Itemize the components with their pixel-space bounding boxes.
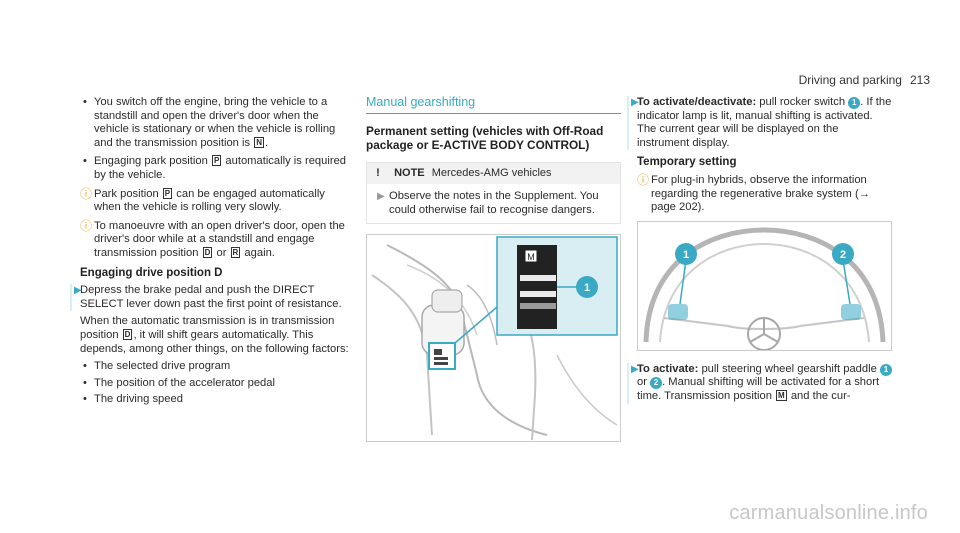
info-icon: ⓘ (80, 186, 93, 201)
step-label: To activate/deactivate: (637, 96, 757, 108)
tip-item: ⓘ Park position P can be engaged automat… (80, 186, 325, 214)
figure-key-label: M (527, 252, 535, 262)
key-n-icon: N (254, 136, 264, 148)
instruction-step: ▶ To activate/deactivate: pull rocker sw… (627, 96, 892, 151)
key-m-icon: M (776, 389, 787, 401)
step-arrow-icon: ▶ (631, 97, 639, 108)
page-reference-link[interactable]: (→ page 202). (651, 187, 870, 214)
section-subheading: Engaging drive position D (80, 266, 223, 279)
callout-badge: 2 (650, 377, 663, 390)
console-illustration: M 1 (371, 236, 618, 441)
figure-steering-wheel: 1 2 (637, 220, 892, 351)
step-label: To activate: (637, 362, 699, 375)
tip-item: ⓘ For plug-in hybrids, observe the infor… (637, 172, 870, 214)
header-title: Driving and parking (798, 73, 902, 87)
tip-item: ⓘ To manoeuvre with an open driver's doo… (80, 218, 345, 259)
list-item: The selected drive program (80, 360, 350, 374)
callout-badge: 2 (840, 249, 846, 261)
note-header: ! NOTE Mercedes-AMG vehicles (367, 162, 620, 185)
watermark: carmanualsonline.info (729, 502, 928, 524)
page-header: Driving and parking 213 (799, 73, 930, 87)
callout-badge: 1 (683, 249, 689, 261)
list-item: The position of the accelerator pedal (80, 377, 350, 391)
callout-badge: 1 (848, 97, 861, 109)
instruction-step: ▶ To activate: pull steering wheel gears… (627, 362, 892, 404)
steering-wheel-illustration: 1 2 (643, 227, 886, 351)
key-p-icon: P (211, 155, 222, 167)
warning-icon: ! (376, 166, 380, 179)
list-item: You switch off the engine, bring the veh… (80, 96, 350, 150)
info-icon: ⓘ (637, 172, 650, 187)
step-arrow-icon: ▶ (631, 363, 639, 375)
callout-badge: 1 (879, 363, 892, 376)
column-left: You switch off the engine, bring the veh… (70, 96, 350, 410)
page-number: 213 (909, 73, 930, 87)
key-r-icon: R (230, 246, 241, 258)
section-subtitle: Permanent setting (vehicles with Off-Roa… (366, 123, 604, 152)
step-arrow-icon: ▶ (74, 285, 82, 297)
section-title: Manual gearshifting (366, 95, 621, 114)
figure-console: M 1 (366, 234, 621, 443)
section-subheading: Temporary setting (637, 156, 737, 169)
key-p-icon: P (162, 187, 173, 199)
column-middle: Manual gearshifting Permanent setting (v… (366, 95, 621, 443)
callout-badge: 1 (584, 282, 590, 294)
instruction-step: ▶ Depress the brake pedal and push the D… (70, 284, 350, 312)
list-item: Engaging park position P automatically i… (80, 155, 350, 182)
key-d-icon: D (202, 246, 213, 258)
note-heading: Mercedes-AMG vehicles (431, 166, 552, 179)
info-icon: ⓘ (80, 218, 93, 233)
note-body: ▶ Observe the notes in the Supplement. Y… (377, 190, 599, 216)
step-arrow-icon: ▶ (377, 191, 385, 203)
column-right: ▶ To activate/deactivate: pull rocker sw… (627, 96, 892, 408)
note-box: ! NOTE Mercedes-AMG vehicles ▶ Observe t… (366, 161, 621, 225)
body-paragraph: When the automatic transmission is in tr… (80, 315, 349, 355)
key-d-icon: D (122, 328, 133, 340)
list-item: The driving speed (80, 393, 350, 407)
note-label: NOTE (394, 166, 425, 179)
